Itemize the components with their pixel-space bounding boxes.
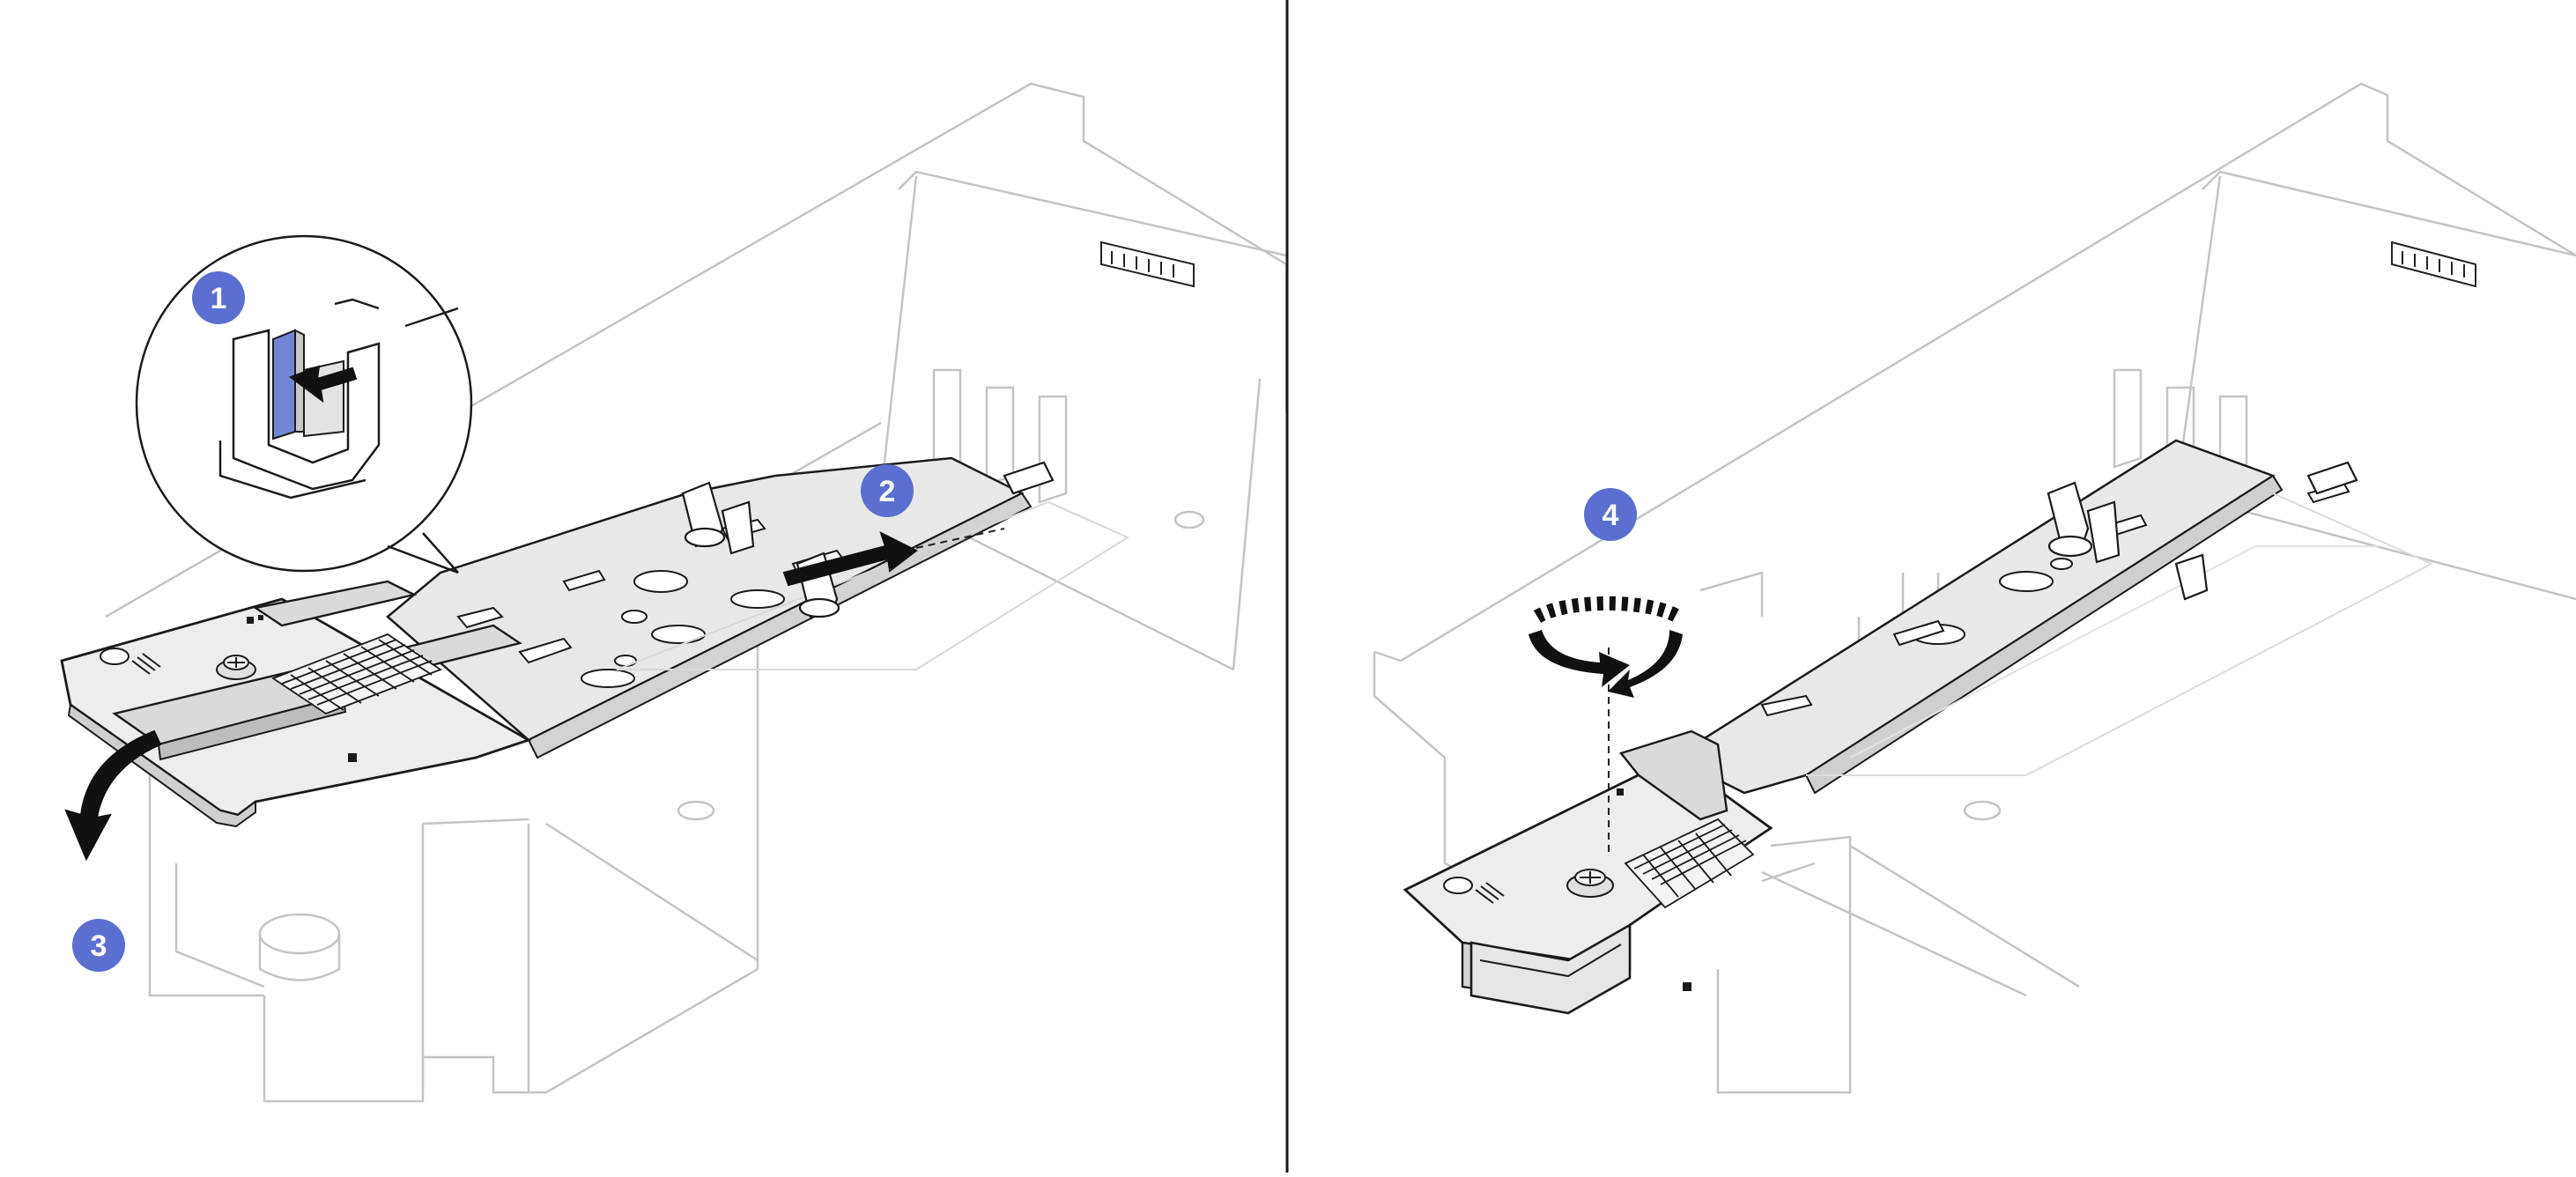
svg-text:3: 3 <box>91 929 107 963</box>
vent-grille-right <box>2391 241 2476 288</box>
callout-4: 4 <box>1584 488 1637 541</box>
slide-arrow-icon <box>782 531 918 587</box>
screw-left <box>216 655 256 680</box>
rotate-arrow-icon <box>64 729 162 862</box>
led-component-left <box>100 648 161 675</box>
m2-backplane-right <box>1403 729 1773 1015</box>
m2-tray-right <box>1671 439 2434 795</box>
left-panel: 1 2 3 <box>60 82 1288 1103</box>
svg-text:4: 4 <box>1603 499 1619 532</box>
screw-right <box>1566 869 1614 898</box>
led-component-right <box>1443 877 1505 904</box>
callout-2: 2 <box>861 464 914 517</box>
svg-text:1: 1 <box>211 282 227 315</box>
push-arrow-icon <box>288 365 358 403</box>
callout-1: 1 <box>192 271 245 324</box>
right-panel: 4 <box>1373 82 2576 1094</box>
vent-grille-left <box>1100 241 1195 288</box>
detail-magnifier-1 <box>135 234 473 574</box>
screw-turn-icon <box>1529 596 1683 855</box>
svg-text:2: 2 <box>879 475 896 508</box>
retainer-clips-right <box>2047 461 2358 601</box>
callout-3: 3 <box>72 919 125 972</box>
